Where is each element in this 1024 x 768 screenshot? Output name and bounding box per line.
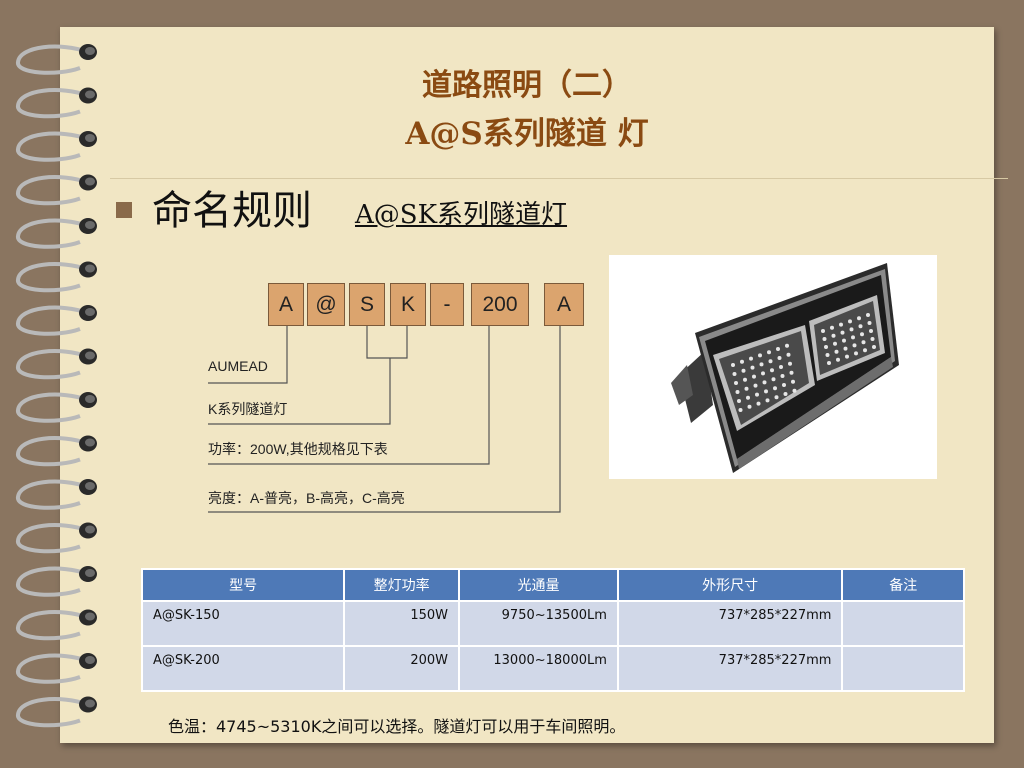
section-subheading: A@SK系列隧道灯 — [355, 200, 568, 230]
table-header-row: 型号 整灯功率 光通量 外形尺寸 备注 — [140, 568, 965, 602]
table-row: A@SK-200 200W 13000~18000Lm 737*285*227m… — [140, 645, 965, 692]
cell-model: A@SK-200 — [140, 645, 346, 692]
table-row: A@SK-150 150W 9750~13500Lm 737*285*227mm — [140, 600, 965, 647]
cell-size: 737*285*227mm — [616, 600, 844, 647]
spec-table: 型号 整灯功率 光通量 外形尺寸 备注 A@SK-150 150W 9750~1… — [140, 568, 965, 692]
desc-brand: AUMEAD — [208, 358, 268, 374]
cell-remark — [841, 645, 965, 692]
slide-subtitle: A@S系列隧道 灯 — [405, 116, 649, 152]
col-header-power: 整灯功率 — [343, 568, 461, 602]
cell-remark — [841, 600, 965, 647]
col-header-remark: 备注 — [841, 568, 965, 602]
code-box-k: K — [390, 283, 426, 326]
slide-title: 道路照明（二） — [422, 68, 632, 103]
code-box-at: @ — [307, 283, 345, 326]
desc-brightness: 亮度：A-普亮，B-高亮，C-高亮 — [208, 490, 405, 506]
code-box-brightness: A — [544, 283, 584, 326]
code-box-dash: - — [430, 283, 464, 326]
cell-flux: 9750~13500Lm — [458, 600, 619, 647]
col-header-model: 型号 — [140, 568, 346, 602]
code-box-power: 200 — [471, 283, 529, 326]
title-divider — [110, 178, 1008, 179]
bullet-square-icon — [116, 202, 132, 218]
code-box-brand: A — [268, 283, 304, 326]
spiral-binding-icon — [16, 44, 97, 728]
col-header-flux: 光通量 — [458, 568, 619, 602]
cell-size: 737*285*227mm — [616, 645, 844, 692]
footer-note: 色温：4745~5310K之间可以选择。隧道灯可以用于车间照明。 — [168, 717, 626, 736]
tunnel-light-photo — [609, 255, 937, 479]
desc-series: K系列隧道灯 — [208, 401, 288, 417]
desc-power: 功率：200W,其他规格见下表 — [208, 441, 388, 457]
code-box-s: S — [349, 283, 385, 326]
cell-power: 200W — [343, 645, 461, 692]
cell-power: 150W — [343, 600, 461, 647]
section-heading: 命名规则 — [152, 188, 312, 234]
col-header-size: 外形尺寸 — [616, 568, 844, 602]
cell-model: A@SK-150 — [140, 600, 346, 647]
cell-flux: 13000~18000Lm — [458, 645, 619, 692]
